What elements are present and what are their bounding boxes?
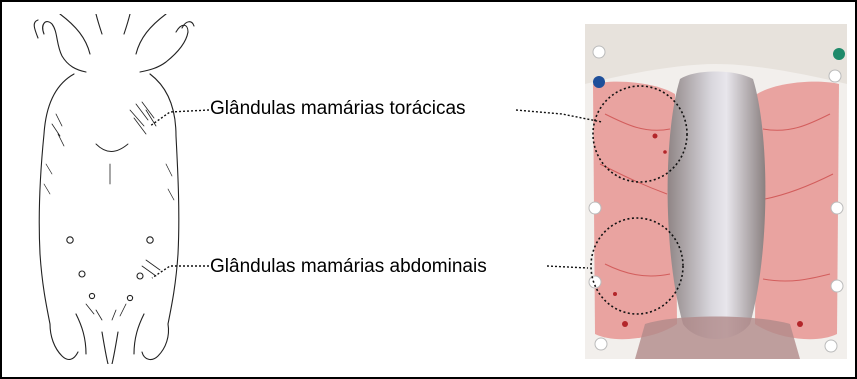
abdominal-leader-right bbox=[547, 266, 588, 268]
abdominal-leader-left bbox=[152, 266, 209, 278]
thoracic-leader-left bbox=[150, 110, 209, 126]
thoracic-gland-label: Glândulas mamárias torácicas bbox=[210, 99, 466, 118]
abdominal-gland-label: Glândulas mamárias abdominais bbox=[210, 257, 487, 276]
thoracic-leader-right bbox=[516, 110, 602, 122]
